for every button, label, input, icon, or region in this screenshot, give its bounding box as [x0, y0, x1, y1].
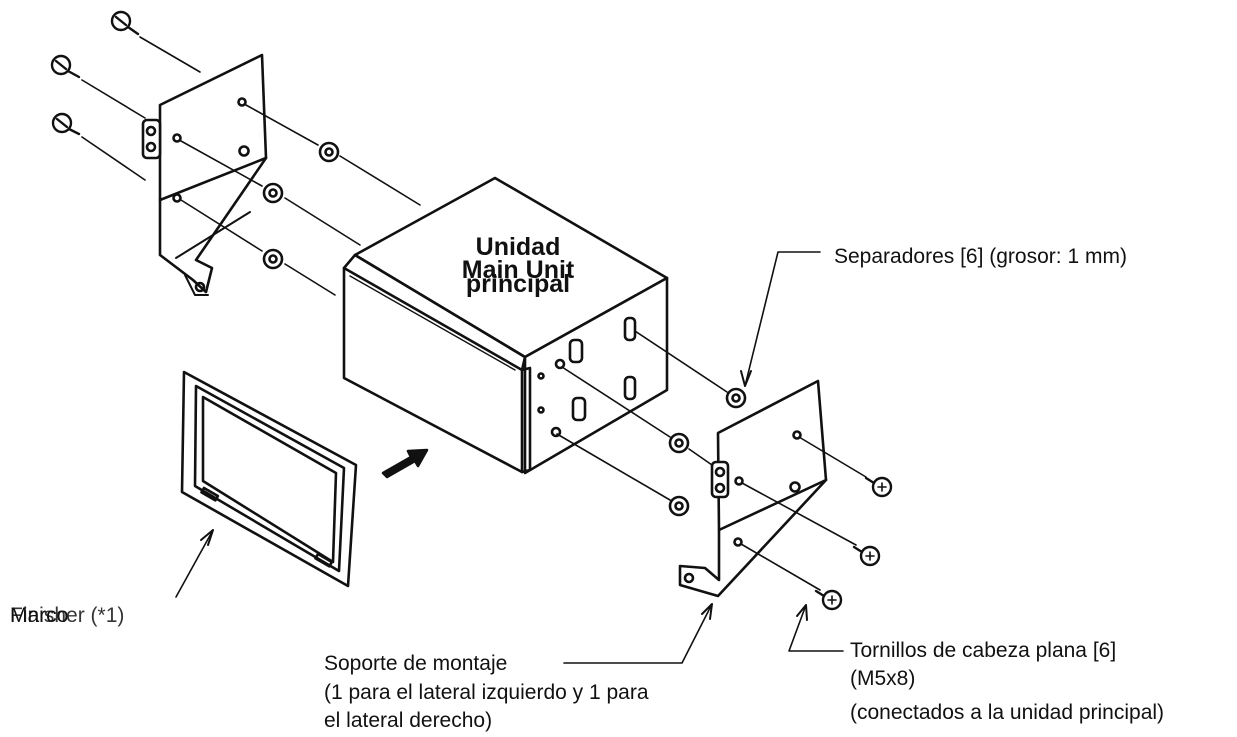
bracket-label-line2: (1 para el lateral izquierdo y 1 para: [324, 681, 649, 704]
screw-1: [110, 10, 140, 36]
left-spacers: [262, 141, 340, 270]
bracket-label-line1: Soporte de montaje: [324, 652, 508, 675]
right-screws: [814, 476, 893, 611]
screw-2: [50, 54, 81, 79]
callout-leaders: [175, 251, 844, 664]
bracket-label-line3: el lateral derecho): [324, 709, 493, 732]
screw-4: [864, 476, 893, 498]
main-unit-label-en: Main Unit: [461, 256, 575, 284]
screws-label-line1: Tornillos de cabeza plana [6]: [850, 639, 1117, 662]
screws-label-line3: (conectados a la unidad principal): [850, 701, 1165, 724]
insert-arrow: [381, 448, 429, 479]
left-screw-guide-lines: [81, 36, 421, 296]
escutcheon-label-b: Finisher (*1): [10, 604, 125, 627]
screw-3: [51, 112, 81, 136]
right-spacers: [668, 387, 747, 517]
main-unit-label-es-2: principal: [465, 270, 571, 298]
left-screws: [50, 10, 140, 136]
right-mounting-bracket: [678, 379, 828, 598]
escutcheon-label-a: Marco: [10, 604, 69, 627]
main-unit-body: [342, 176, 669, 475]
left-mounting-bracket: [141, 53, 268, 296]
right-screw-guide-lines: [556, 330, 867, 591]
spacers-label: Separadores [6] (grosor: 1 mm): [834, 245, 1127, 268]
main-unit-label-es-1: Unidad: [475, 233, 561, 261]
finisher-frame: [180, 370, 358, 588]
screws-label-line2: (M5x8): [850, 667, 916, 690]
screw-5: [852, 545, 881, 567]
screw-6: [814, 589, 843, 611]
